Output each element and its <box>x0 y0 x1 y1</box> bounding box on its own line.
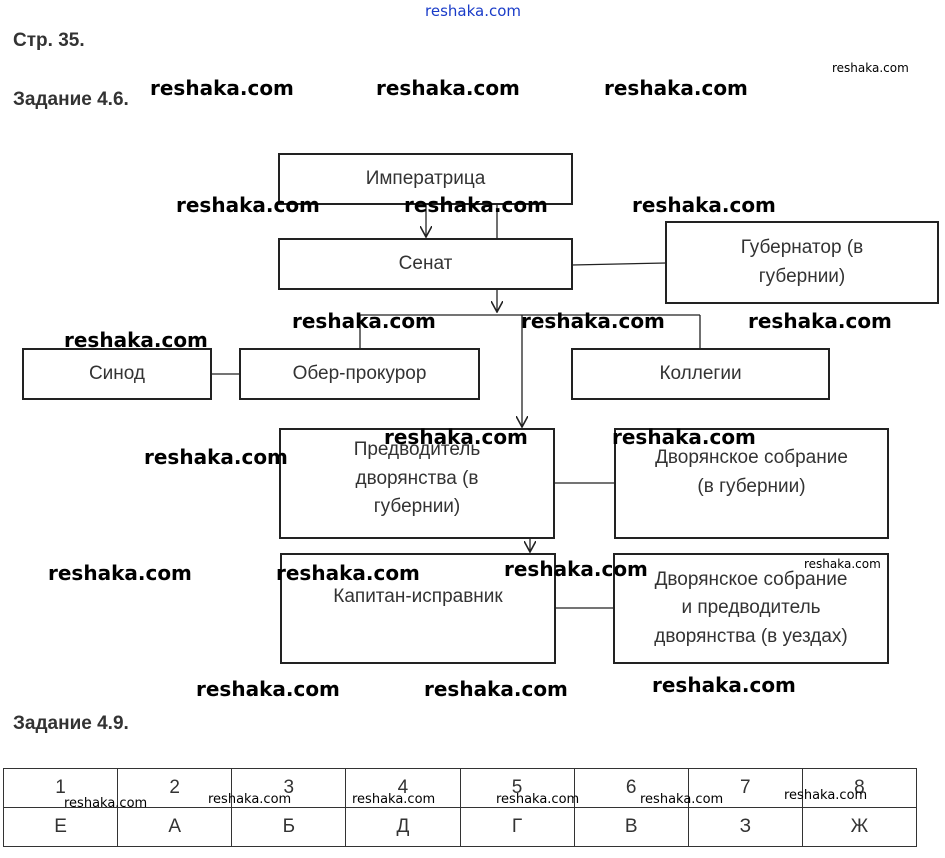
marshal-box: Предводитель дворянства (в губернии) <box>279 428 555 539</box>
watermark: reshaka.com <box>652 673 796 697</box>
assembly-gubernia-box: Дворянское собрание (в губернии) <box>614 428 889 539</box>
watermark-top: reshaka.com <box>425 2 521 20</box>
marshal-line-3: губернии) <box>373 496 461 517</box>
watermark: reshaka.com <box>521 309 665 333</box>
assembly-gubernia-line-1: Дворянское собрание <box>655 447 848 468</box>
watermark-small: reshaka.com <box>832 61 909 75</box>
answer-number-cell: 6 <box>573 768 689 808</box>
answer-table: 1 2 3 4 5 6 7 8 Е А Б Д Г В З Ж <box>2 768 918 847</box>
watermark: reshaka.com <box>604 76 748 100</box>
watermark: reshaka.com <box>176 193 320 217</box>
assembly-uezd-box: Дворянское собрание и предводитель дворя… <box>613 553 889 664</box>
governor-line-2: губернии) <box>758 265 846 287</box>
watermark: reshaka.com <box>150 76 294 100</box>
task-title-4-6: Задание 4.6. <box>13 89 129 110</box>
answer-letter-cell: Д <box>345 807 461 847</box>
captain-label: Капитан-исправник <box>333 586 503 607</box>
answer-letter-cell: Е <box>2 807 119 847</box>
watermark: reshaka.com <box>196 677 340 701</box>
marshal-line-2: дворянства (в <box>355 467 479 489</box>
senate-label: Сенат <box>398 252 453 274</box>
synod-box: Синод <box>22 348 212 400</box>
watermark: reshaka.com <box>424 677 568 701</box>
assembly-uezd-line-1: Дворянское собрание <box>654 568 848 590</box>
answer-number-cell: 4 <box>345 768 461 808</box>
assembly-uezd-line-3: дворянства (в уездах) <box>654 625 848 647</box>
answer-letter-cell: В <box>573 807 689 847</box>
watermark-small: reshaka.com <box>208 792 292 807</box>
marshal-line-1: Предводитель <box>353 439 481 460</box>
answer-letter-cell: Б <box>231 807 347 847</box>
task-title-4-9: Задание 4.9. <box>13 713 129 734</box>
watermark-small: reshaka.com <box>64 796 148 811</box>
collegia-label: Коллегии <box>659 362 742 384</box>
answer-letter-cell: Ж <box>801 807 918 847</box>
answer-number-cell: 7 <box>687 768 803 808</box>
watermark-small: reshaka.com <box>496 792 580 807</box>
watermark: reshaka.com <box>292 309 436 333</box>
watermark-small: reshaka.com <box>804 557 881 571</box>
answer-letter-cell: З <box>687 807 803 847</box>
governor-line-1: Губернатор (в <box>740 237 864 258</box>
watermark-small: reshaka.com <box>352 792 436 807</box>
ober-procurator-label: Обер-прокурор <box>292 362 427 384</box>
answer-letters-row: Е А Б Д Г В З Ж <box>2 807 918 847</box>
watermark: reshaka.com <box>64 328 208 352</box>
synod-label: Синод <box>88 362 146 384</box>
senate-box: Сенат <box>278 238 573 290</box>
watermark: reshaka.com <box>504 557 648 581</box>
answer-number-cell: 1 <box>2 768 119 808</box>
empress-label: Императрица <box>365 167 486 189</box>
collegia-box: Коллегии <box>571 348 830 400</box>
captain-box: Капитан-исправник <box>280 553 556 664</box>
watermark: reshaka.com <box>276 561 420 585</box>
page-label: Стр. 35. <box>13 30 85 51</box>
watermark: reshaka.com <box>612 425 756 449</box>
watermark-small: reshaka.com <box>640 792 724 807</box>
watermark-small: reshaka.com <box>784 788 868 803</box>
watermark: reshaka.com <box>376 76 520 100</box>
empress-box: Императрица <box>278 153 573 205</box>
watermark: reshaka.com <box>384 425 528 449</box>
watermark: reshaka.com <box>48 561 192 585</box>
answer-number-cell: 8 <box>801 768 918 808</box>
governor-box: Губернатор (в губернии) <box>665 221 939 304</box>
answer-numbers-row: 1 2 3 4 5 6 7 8 <box>2 768 918 808</box>
assembly-uezd-line-2: и предводитель <box>681 597 821 619</box>
answer-letter-cell: Г <box>459 807 575 847</box>
watermark: reshaka.com <box>632 193 776 217</box>
assembly-gubernia-line-2: (в губернии) <box>697 475 806 497</box>
watermark: reshaka.com <box>144 445 288 469</box>
answer-letter-cell: А <box>117 807 233 847</box>
watermark: reshaka.com <box>404 193 548 217</box>
ober-procurator-box: Обер-прокурор <box>239 348 480 400</box>
watermark: reshaka.com <box>748 309 892 333</box>
